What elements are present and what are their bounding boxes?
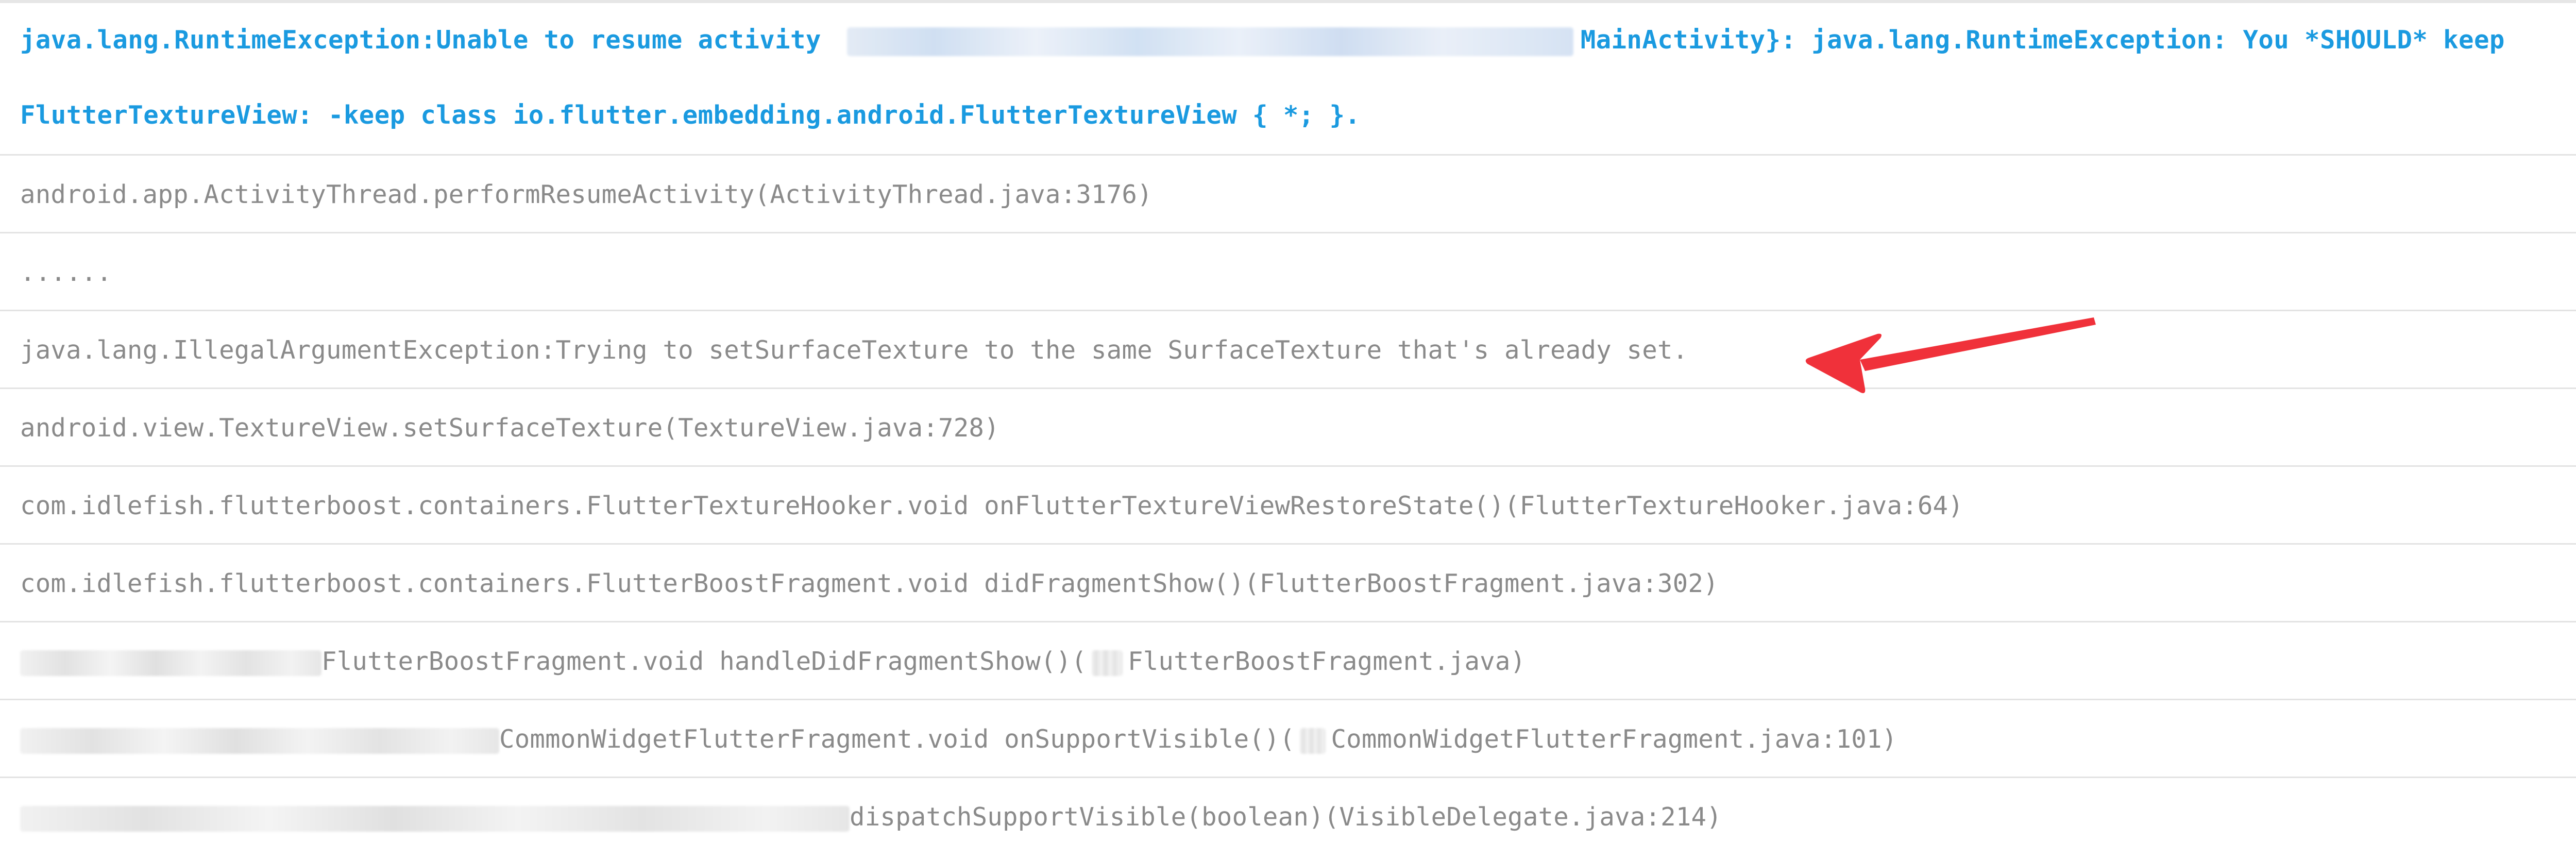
red-arrow-icon — [1805, 317, 2096, 393]
stack-frame-row: com.idlefish.flutterboost.containers.Flu… — [0, 467, 2576, 545]
redacted-package-name — [20, 728, 499, 754]
stack-frame-text: CommonWidgetFlutterFragment.void onSuppo… — [499, 724, 1295, 754]
arrow-shaft — [1860, 317, 2096, 371]
exception-message-prefix: java.lang.RuntimeException:Unable to res… — [20, 25, 821, 55]
cause-exception-row: java.lang.IllegalArgumentException:Tryin… — [0, 311, 2576, 389]
redacted-package-name — [20, 805, 850, 832]
stack-frame-text-file: FlutterBoostFragment.java) — [1128, 647, 1526, 676]
stack-frame-text: com.idlefish.flutterboost.containers.Flu… — [20, 569, 1719, 598]
stack-frame-ellipsis-row: ...... — [0, 233, 2576, 311]
exception-message-suffix: MainActivity}: java.lang.RuntimeExceptio… — [1580, 25, 2505, 55]
stack-frame-row: dispatchSupportVisible(boolean)(VisibleD… — [0, 778, 2576, 843]
redacted-package-name — [20, 650, 321, 676]
stack-frame-ellipsis: ...... — [20, 258, 112, 287]
stack-frame-row: FlutterBoostFragment.void handleDidFragm… — [0, 622, 2576, 700]
redacted-package-name — [846, 27, 1573, 56]
exception-message-line2: FlutterTextureView: -keep class io.flutt… — [20, 100, 1361, 130]
exception-line-2: FlutterTextureView: -keep class io.flutt… — [20, 77, 2576, 154]
stack-frame-text: dispatchSupportVisible(boolean)(VisibleD… — [850, 802, 1722, 832]
stack-frame-row: android.view.TextureView.setSurfaceTextu… — [0, 389, 2576, 467]
stack-frame-text: com.idlefish.flutterboost.containers.Flu… — [20, 491, 1963, 520]
stack-frame-row: android.app.ActivityThread.performResume… — [0, 156, 2576, 233]
exception-line-1: java.lang.RuntimeException:Unable to res… — [20, 3, 2576, 77]
stack-frame-text: android.app.ActivityThread.performResume… — [20, 180, 1153, 209]
stack-frame-text: FlutterBoostFragment.void handleDidFragm… — [321, 647, 1087, 676]
redacted-package-name — [1092, 650, 1123, 676]
redacted-package-name — [1300, 728, 1326, 754]
stack-frame-row: CommonWidgetFlutterFragment.void onSuppo… — [0, 700, 2576, 778]
cause-exception-text: java.lang.IllegalArgumentException:Tryin… — [20, 335, 1688, 365]
arrow-head — [1805, 333, 1882, 393]
exception-header: java.lang.RuntimeException:Unable to res… — [0, 3, 2576, 156]
stack-frame-text: android.view.TextureView.setSurfaceTextu… — [20, 413, 999, 443]
stack-frame-text-file: CommonWidgetFlutterFragment.java:101) — [1331, 724, 1897, 754]
stack-frame-row: com.idlefish.flutterboost.containers.Flu… — [0, 545, 2576, 622]
